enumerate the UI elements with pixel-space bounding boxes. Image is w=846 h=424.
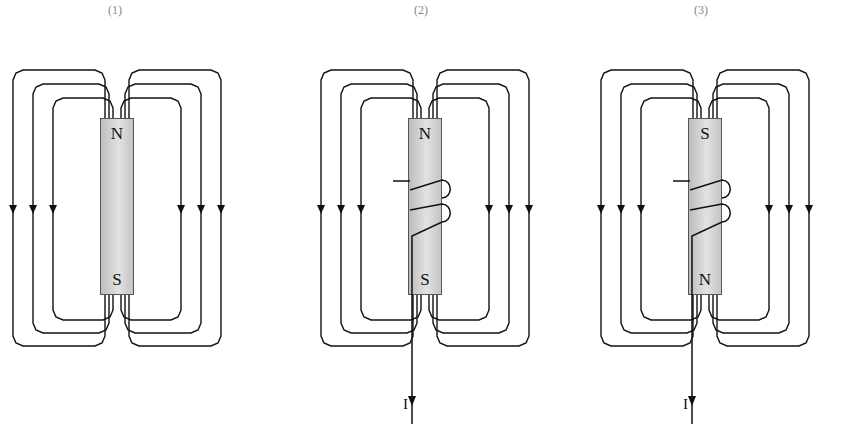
field-line bbox=[33, 84, 109, 333]
field-line bbox=[717, 70, 809, 346]
field-arrow bbox=[785, 205, 793, 214]
field-arrow bbox=[9, 205, 17, 214]
panel-number: (3) bbox=[694, 4, 708, 16]
pole-label: N bbox=[699, 271, 711, 288]
pole-label: S bbox=[700, 125, 709, 142]
field-line bbox=[601, 70, 693, 346]
pole-label: N bbox=[419, 125, 431, 142]
field-arrow bbox=[177, 205, 185, 214]
field-arrow bbox=[357, 205, 365, 214]
panel-number: (2) bbox=[414, 4, 428, 16]
field-arrow bbox=[29, 205, 37, 214]
pole-label: S bbox=[420, 271, 429, 288]
pole-label: S bbox=[112, 271, 121, 288]
field-arrow bbox=[49, 205, 57, 214]
panel-number: (1) bbox=[108, 4, 122, 16]
field-line bbox=[129, 70, 221, 346]
current-label: I bbox=[403, 397, 408, 412]
field-line bbox=[341, 84, 417, 333]
field-arrow bbox=[217, 205, 225, 214]
field-arrow bbox=[197, 205, 205, 214]
field-arrow bbox=[525, 205, 533, 214]
field-arrow bbox=[317, 205, 325, 214]
field-line bbox=[125, 84, 201, 333]
field-line bbox=[621, 84, 697, 333]
field-line bbox=[713, 84, 789, 333]
field-arrow bbox=[765, 205, 773, 214]
field-arrow bbox=[337, 205, 345, 214]
current-label: I bbox=[683, 397, 688, 412]
field-arrow bbox=[505, 205, 513, 214]
field-arrow bbox=[485, 205, 493, 214]
field-line bbox=[433, 84, 509, 333]
field-arrow bbox=[805, 205, 813, 214]
field-arrow bbox=[597, 205, 605, 214]
field-line bbox=[321, 70, 413, 346]
field-line bbox=[13, 70, 105, 346]
bar-magnet: NS bbox=[100, 118, 134, 295]
field-arrow bbox=[637, 205, 645, 214]
current-arrow bbox=[408, 396, 416, 406]
current-arrow bbox=[688, 396, 696, 406]
pole-label: N bbox=[111, 125, 123, 142]
field-arrow bbox=[617, 205, 625, 214]
field-line bbox=[437, 70, 529, 346]
